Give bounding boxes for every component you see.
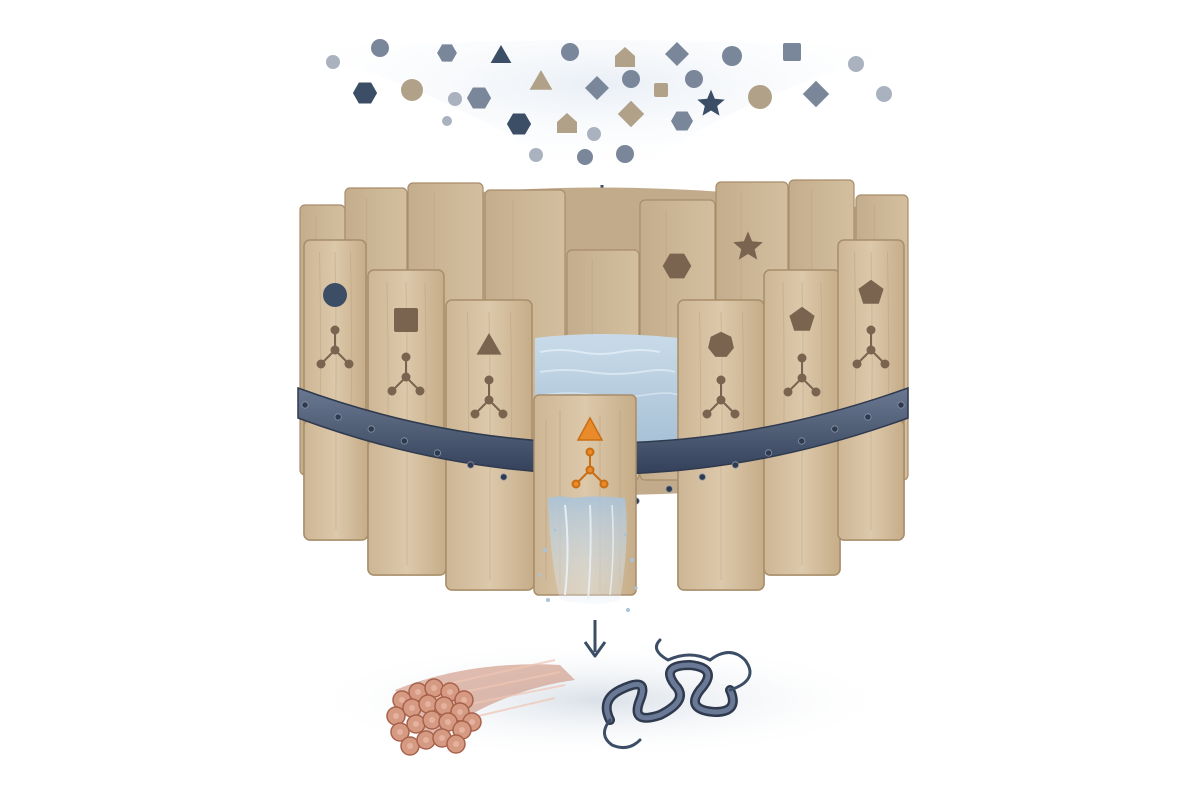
nutrient-circle-icon [622, 70, 640, 88]
nutrient-circle-icon [326, 55, 340, 69]
nutrient-circle-icon [442, 116, 452, 126]
nutrient-circle-icon [848, 56, 864, 72]
rivet [698, 473, 706, 481]
molecule-icon [571, 447, 609, 489]
rivet [301, 401, 309, 409]
molecule-icon [783, 353, 821, 397]
muscle-fiber-bundle-icon [386, 659, 575, 756]
nutrient-square-icon [783, 43, 801, 61]
nutrient-circle-icon [561, 43, 579, 61]
hexagon-icon [662, 253, 692, 279]
nutrient-hexagon-icon [506, 113, 532, 135]
molecule-icon [387, 352, 425, 396]
nutrient-circle-icon [722, 46, 742, 66]
nutrient-house-icon [615, 47, 635, 67]
pentagon-icon [858, 279, 884, 304]
molecule-icon [702, 375, 740, 419]
rivet [897, 401, 905, 409]
overflow-stream [538, 496, 638, 612]
rivet [367, 425, 375, 433]
nutrient-star-icon [697, 89, 725, 116]
barrel-lower-staves [303, 419, 905, 591]
rivet [433, 449, 441, 457]
nutrient-triangle-icon [529, 70, 553, 90]
nutrient-hexagon-icon [352, 82, 378, 104]
nutrient-funnel [300, 40, 900, 190]
rivet [798, 437, 806, 445]
molecule-icon [852, 325, 890, 369]
pentagon-icon [789, 306, 815, 331]
rivet [500, 473, 508, 481]
nutrient-circle-icon [529, 148, 543, 162]
output-arrow-icon [583, 620, 607, 658]
rivet [334, 413, 342, 421]
rivet [466, 461, 475, 469]
nutrient-circle-icon [748, 85, 772, 109]
nutrient-shapes [326, 39, 892, 165]
rivet [864, 413, 872, 421]
nutrient-circle-icon [577, 149, 593, 165]
circle-icon [323, 283, 347, 307]
nutrient-house-icon [557, 113, 577, 133]
protein-helix-icon [601, 638, 752, 750]
nutrient-diamond-icon [585, 76, 609, 100]
heptagon-icon [708, 331, 734, 357]
rivet [764, 449, 773, 457]
nutrient-hexagon-icon [671, 111, 693, 131]
square-icon [394, 308, 418, 332]
molecule-icon [470, 375, 508, 419]
nutrient-hexagon-icon [466, 87, 492, 109]
nutrient-circle-icon [448, 92, 462, 106]
nutrient-square-icon [654, 83, 668, 97]
ground-shadow [300, 640, 900, 760]
barrel-front-staves [303, 239, 905, 591]
nutrient-circle-icon [371, 39, 389, 57]
molecule-icon [316, 325, 354, 369]
nutrient-circle-icon [401, 79, 423, 101]
nutrient-diamond-icon [617, 100, 645, 128]
triangle-icon [476, 333, 502, 355]
rivet [665, 485, 673, 493]
star-icon [733, 231, 763, 260]
limiting-triangle-icon [576, 416, 604, 441]
nutrient-triangle-icon [490, 45, 512, 63]
rivet [400, 437, 408, 445]
nutrient-diamond-icon [802, 80, 830, 108]
nutrient-circle-icon [876, 86, 892, 102]
nutrient-hexagon-icon [437, 44, 457, 62]
nutrient-diamond-icon [665, 42, 689, 66]
rivet [731, 461, 740, 469]
nutrient-circle-icon [685, 70, 703, 88]
nutrient-circle-icon [616, 145, 634, 163]
nutrient-circle-icon [587, 127, 601, 141]
rivet [831, 425, 839, 433]
